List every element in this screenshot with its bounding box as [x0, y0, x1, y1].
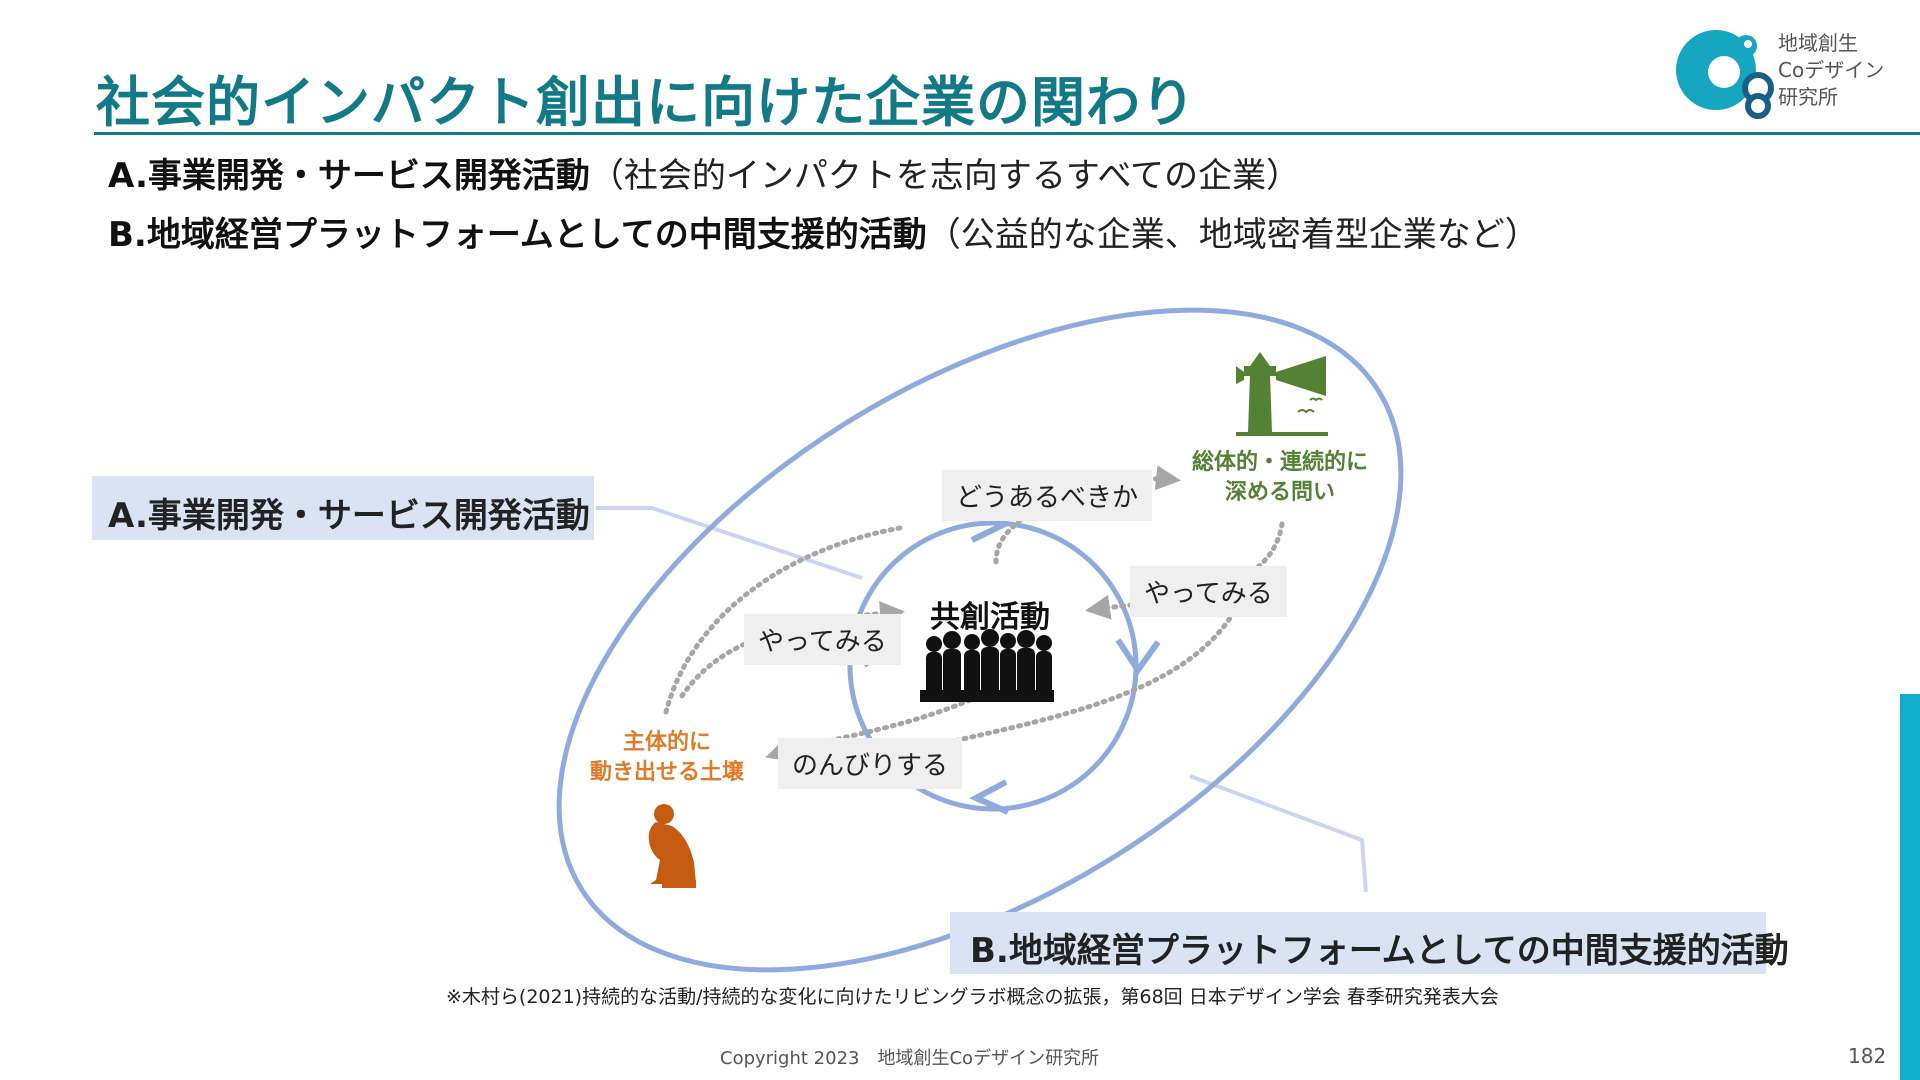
outer-ellipse	[556, 307, 1404, 973]
logo-text: 地域創生 Coデザイン 研究所	[1778, 30, 1884, 111]
lighthouse-icon	[1236, 352, 1328, 436]
crowd-icon	[920, 629, 1054, 702]
page-number: 182	[1848, 1044, 1887, 1068]
question-label: 総体的・連続的に 深める問い	[1180, 448, 1380, 508]
center-label: 共創活動	[930, 600, 1050, 635]
intro-b-note: （公益的な企業、地域密着型企業など）	[926, 215, 1539, 255]
soil-line-2: 動き出せる土壌	[589, 760, 744, 785]
connector-line-a	[596, 506, 863, 580]
logo-line-2: Coデザイン	[1778, 58, 1885, 82]
intro-line-b: B.地域経営プラットフォームとしての中間支援的活動（公益的な企業、地域密着型企業…	[108, 207, 1539, 256]
cycle-arrow-bottom	[969, 779, 1010, 815]
label-box-a: A.事業開発・サービス開発活動	[92, 476, 594, 540]
label-box-b: B.地域経営プラットフォームとしての中間支援的活動	[950, 912, 1789, 974]
logo-line-1: 地域創生	[1778, 31, 1858, 55]
intro-b-heading: B.地域経営プラットフォームとしての中間支援的活動	[108, 215, 927, 255]
intro-a-heading: A.事業開発・サービス開発活動	[108, 156, 590, 196]
cycle-arrow-right	[1115, 638, 1161, 676]
copyright: Copyright 2023 地域創生Coデザイン研究所	[720, 1048, 1100, 1069]
tag-nonbiri: のんびりする	[778, 738, 963, 789]
question-line-2: 深める問い	[1224, 480, 1335, 505]
tag-yatte-left: やってみる	[744, 614, 901, 665]
dotted-path-outer-left	[663, 525, 903, 715]
thinker-icon	[648, 804, 696, 888]
tag-doaru: どうあるべきか	[942, 470, 1153, 521]
soil-line-1: 主体的に	[622, 730, 711, 755]
question-line-1: 総体的・連続的に	[1191, 450, 1368, 475]
intro-a-note: （社会的インパクトを志向するすべての企業）	[589, 156, 1301, 196]
footnote: ※木村ら(2021)持続的な活動/持続的な変化に向けたリビングラボ概念の拡張，第…	[446, 986, 1499, 1008]
page-title: 社会的インパクト創出に向けた企業の関わり	[96, 71, 1196, 134]
accent-side-bar	[1900, 694, 1920, 1080]
connector-line-b	[1189, 774, 1368, 893]
soil-label: 主体的に 動き出せる土壌	[582, 728, 752, 788]
logo-line-3: 研究所	[1778, 85, 1838, 109]
title-underline	[94, 132, 1920, 135]
tag-yatte-right: やってみる	[1130, 566, 1287, 617]
dotted-path-up	[993, 517, 1023, 565]
intro-line-a: A.事業開発・サービス開発活動（社会的インパクトを志向するすべての企業）	[108, 148, 1300, 197]
logo-mark-icon	[1676, 30, 1774, 119]
